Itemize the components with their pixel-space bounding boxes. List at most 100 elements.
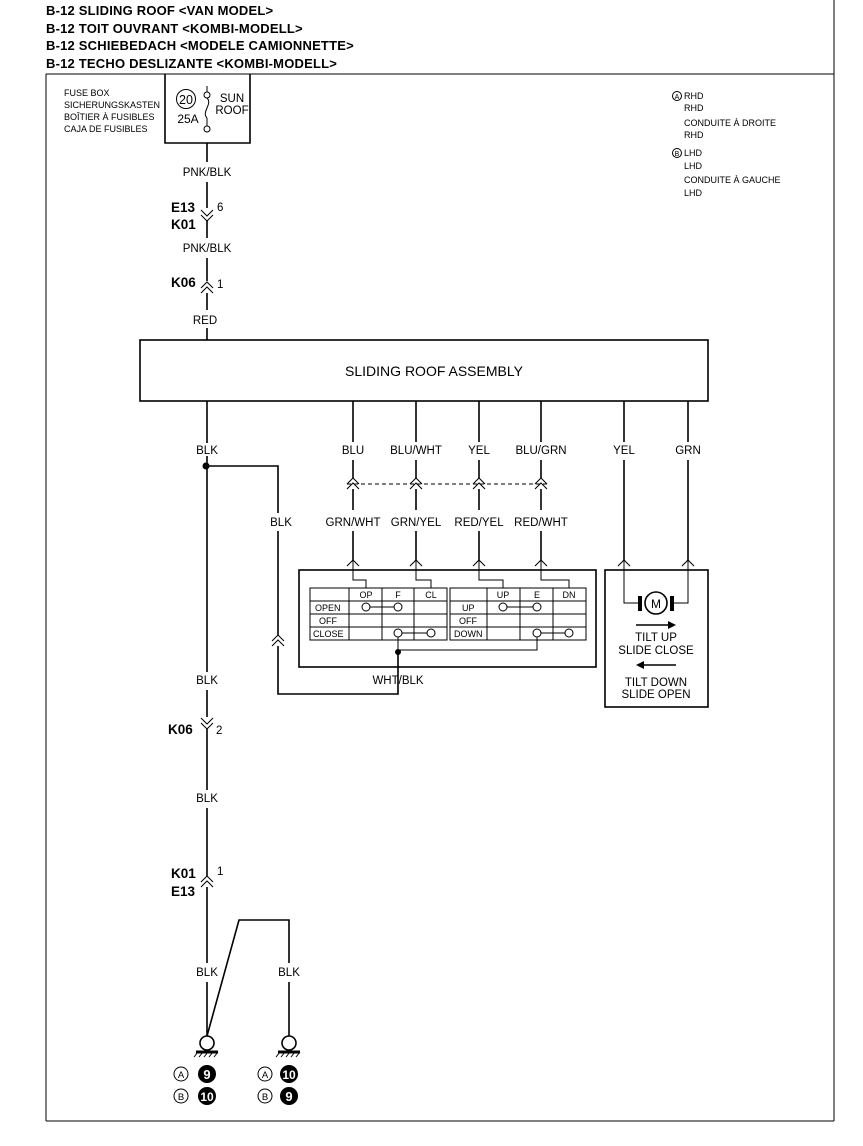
wire-yel-motor: YEL	[613, 445, 635, 457]
switch-table-right: UP E DN UP OFF DOWN	[449, 587, 587, 641]
wire-blu-wht: BLU/WHT	[390, 445, 442, 457]
legend-a-line1: RHD	[684, 91, 704, 101]
title-de: B-12 SCHIEBEDACH <MODELE CAMIONNETTE>	[46, 38, 354, 53]
ground-right-a-num: 10	[282, 1068, 296, 1082]
legend-b-line1: LHD	[684, 148, 703, 158]
title-en: B-12 SLIDING ROOF <VAN MODEL>	[46, 3, 274, 18]
switch-table-left: OP F CL OPEN OFF CLOSE	[309, 587, 448, 641]
fuse-box-label-de: SICHERUNGSKASTEN	[64, 100, 160, 110]
wire-blu-grn: BLU/GRN	[515, 445, 566, 457]
connector-pin-2: 2	[216, 725, 222, 737]
ground-left-b-marker: B	[178, 1092, 184, 1103]
ground-ref-left: A 9 B 10	[173, 1065, 216, 1105]
legend-b-marker: B	[675, 151, 680, 158]
ground-symbol-right	[275, 1035, 301, 1058]
switch-left-header-op: OP	[359, 590, 372, 600]
connector-k01-top: K01	[171, 217, 196, 232]
ground-right-a-marker: A	[262, 1070, 269, 1081]
wire-pnk-blk-2: PNK/BLK	[183, 243, 232, 255]
fuse-box-label-es: CAJA DE FUSIBLES	[64, 124, 148, 134]
wire-red: RED	[193, 315, 217, 327]
assembly-label: SLIDING ROOF ASSEMBLY	[345, 363, 524, 379]
fuse-number: 20	[179, 93, 193, 107]
fuse-circuit-line1: SUN	[220, 93, 244, 105]
legend-a-line3: CONDUITE À DROITE	[684, 118, 776, 128]
wire-grn-motor: GRN	[675, 445, 701, 457]
ground-wiring: BLK BLK WHT/BLK BLK K06 2 BLK K01 E13 1 …	[168, 401, 424, 1105]
connector-k06-top: K06	[171, 275, 196, 290]
switch-assembly: OP F CL OPEN OFF CLOSE UP E DN UP	[298, 560, 597, 668]
switch-right-header-e: E	[534, 590, 540, 600]
switch-left-header-cl: CL	[425, 590, 437, 600]
motor-box: M TILT UP SLIDE CLOSE TILT DOWN SLIDE OP…	[604, 560, 709, 708]
connector-pin-1-top: 1	[217, 279, 223, 291]
ground-left-b-num: 10	[200, 1090, 214, 1104]
motor-wires: YEL GRN	[613, 401, 701, 567]
switch-wires: BLU BLU/WHT YEL BLU/GRN GRN/WHT GRN/YEL …	[326, 401, 568, 567]
fuse-circuit-line2: ROOF	[215, 105, 248, 117]
legend-a-line4: RHD	[684, 130, 704, 140]
legend-a-line2: RHD	[684, 103, 704, 113]
legend-a-marker: A	[675, 94, 680, 101]
connector-symbol-e13-k01	[200, 209, 214, 222]
wire-blk-lower2: BLK	[196, 793, 218, 805]
wire-blk-branch: BLK	[270, 517, 292, 529]
connector-pin-6: 6	[217, 202, 223, 214]
connector-k01-bottom: K01	[171, 866, 196, 881]
ground-ref-right: A 10 B 9	[257, 1065, 298, 1105]
wire-red-yel: RED/YEL	[454, 517, 504, 529]
fuse-rating: 25A	[177, 112, 198, 126]
sliding-roof-assembly: SLIDING ROOF ASSEMBLY	[139, 339, 709, 402]
legend-b-line3: CONDUITE À GAUCHE	[684, 175, 781, 185]
connector-e13-bottom: E13	[171, 884, 196, 899]
wire-blu: BLU	[342, 445, 364, 457]
switch-left-row-open: OPEN	[315, 603, 341, 613]
switch-right-row-off: OFF	[459, 616, 477, 626]
motor-icon	[644, 591, 668, 615]
wire-blk-lower1: BLK	[196, 675, 218, 687]
ground-right-b-num: 9	[285, 1089, 292, 1104]
wire-grn-wht: GRN/WHT	[326, 517, 381, 529]
ground-left-a-marker: A	[178, 1070, 185, 1081]
wire-pnk-blk-1: PNK/BLK	[183, 167, 232, 179]
switch-right-row-down: DOWN	[454, 629, 483, 639]
connector-symbol-k06-top	[200, 281, 214, 294]
ground-right-b-marker: B	[262, 1092, 268, 1103]
legend-b-line2: LHD	[684, 161, 703, 171]
diagram-titles: B-12 SLIDING ROOF <VAN MODEL> B-12 TOIT …	[46, 2, 354, 72]
title-fr: B-12 TOIT OUVRANT <KOMBI-MODELL>	[46, 20, 303, 36]
arrow-right-icon	[636, 621, 676, 629]
fuse-box-label-fr: BOÎTIER À FUSIBLES	[64, 112, 155, 122]
wire-wht-blk: WHT/BLK	[372, 675, 423, 687]
fuse-box-label-en: FUSE BOX	[64, 88, 110, 98]
wire-red-wht: RED/WHT	[514, 517, 568, 529]
ground-left-a-num: 9	[203, 1067, 210, 1082]
ground-symbol-left	[193, 1035, 219, 1058]
connector-e13-top: E13	[171, 200, 196, 215]
feed-wire: PNK/BLK PNK/BLK RED E13 K01 6 K06 1	[171, 143, 232, 340]
wire-blk-ground1: BLK	[196, 967, 218, 979]
fuse-symbol	[203, 86, 211, 133]
switch-left-header-f: F	[395, 590, 401, 600]
switch-right-row-up: UP	[462, 603, 475, 613]
title-es: B-12 TECHO DESLIZANTE <KOMBI-MODELL>	[46, 55, 338, 71]
motor-symbol: M	[651, 597, 661, 611]
wire-blk-main: BLK	[196, 445, 218, 457]
motor-forward-line1: TILT UP	[635, 632, 677, 644]
legend: A RHD RHD CONDUITE À DROITE RHD B LHD LH…	[672, 91, 781, 198]
switch-right-header-dn: DN	[563, 590, 576, 600]
legend-b-line4: LHD	[684, 188, 703, 198]
wire-grn-yel: GRN/YEL	[391, 517, 442, 529]
connector-pin-1-bottom: 1	[217, 866, 223, 878]
diagram-frame	[45, 0, 835, 1122]
wire-blk-ground2: BLK	[278, 967, 300, 979]
switch-right-header-up: UP	[497, 590, 510, 600]
fuse-box: FUSE BOX SICHERUNGSKASTEN BOÎTIER À FUSI…	[64, 74, 251, 144]
switch-left-row-off: OFF	[319, 616, 337, 626]
motor-forward-line2: SLIDE CLOSE	[618, 645, 694, 657]
connector-k06-bottom: K06	[168, 722, 193, 737]
wire-yel: YEL	[468, 445, 490, 457]
motor-reverse-line1: TILT DOWN	[625, 677, 687, 689]
switch-left-row-close: CLOSE	[313, 629, 344, 639]
